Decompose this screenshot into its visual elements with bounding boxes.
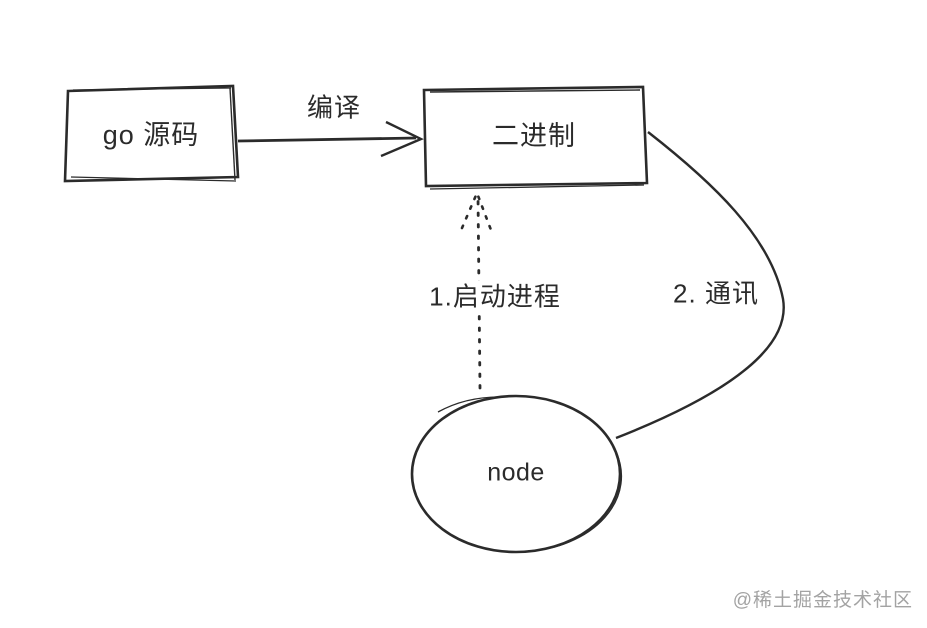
- binary-box: [422, 85, 649, 190]
- binary-label: 二进制: [492, 121, 576, 152]
- node-ellipse: [410, 394, 623, 554]
- communication-curve: [615, 131, 785, 440]
- compile-label: 编译: [306, 92, 362, 123]
- go-source-box: [63, 84, 240, 183]
- compile-arrow: [237, 120, 424, 158]
- communication-label: 2. 通讯: [673, 278, 759, 309]
- node-label: node: [487, 458, 545, 487]
- start-process-dotted-arrow: [460, 189, 493, 390]
- go-source-label: go 源码: [102, 120, 200, 151]
- start-process-label: 1.启动进程: [426, 280, 564, 314]
- watermark: @稀土掘金技术社区: [732, 590, 913, 611]
